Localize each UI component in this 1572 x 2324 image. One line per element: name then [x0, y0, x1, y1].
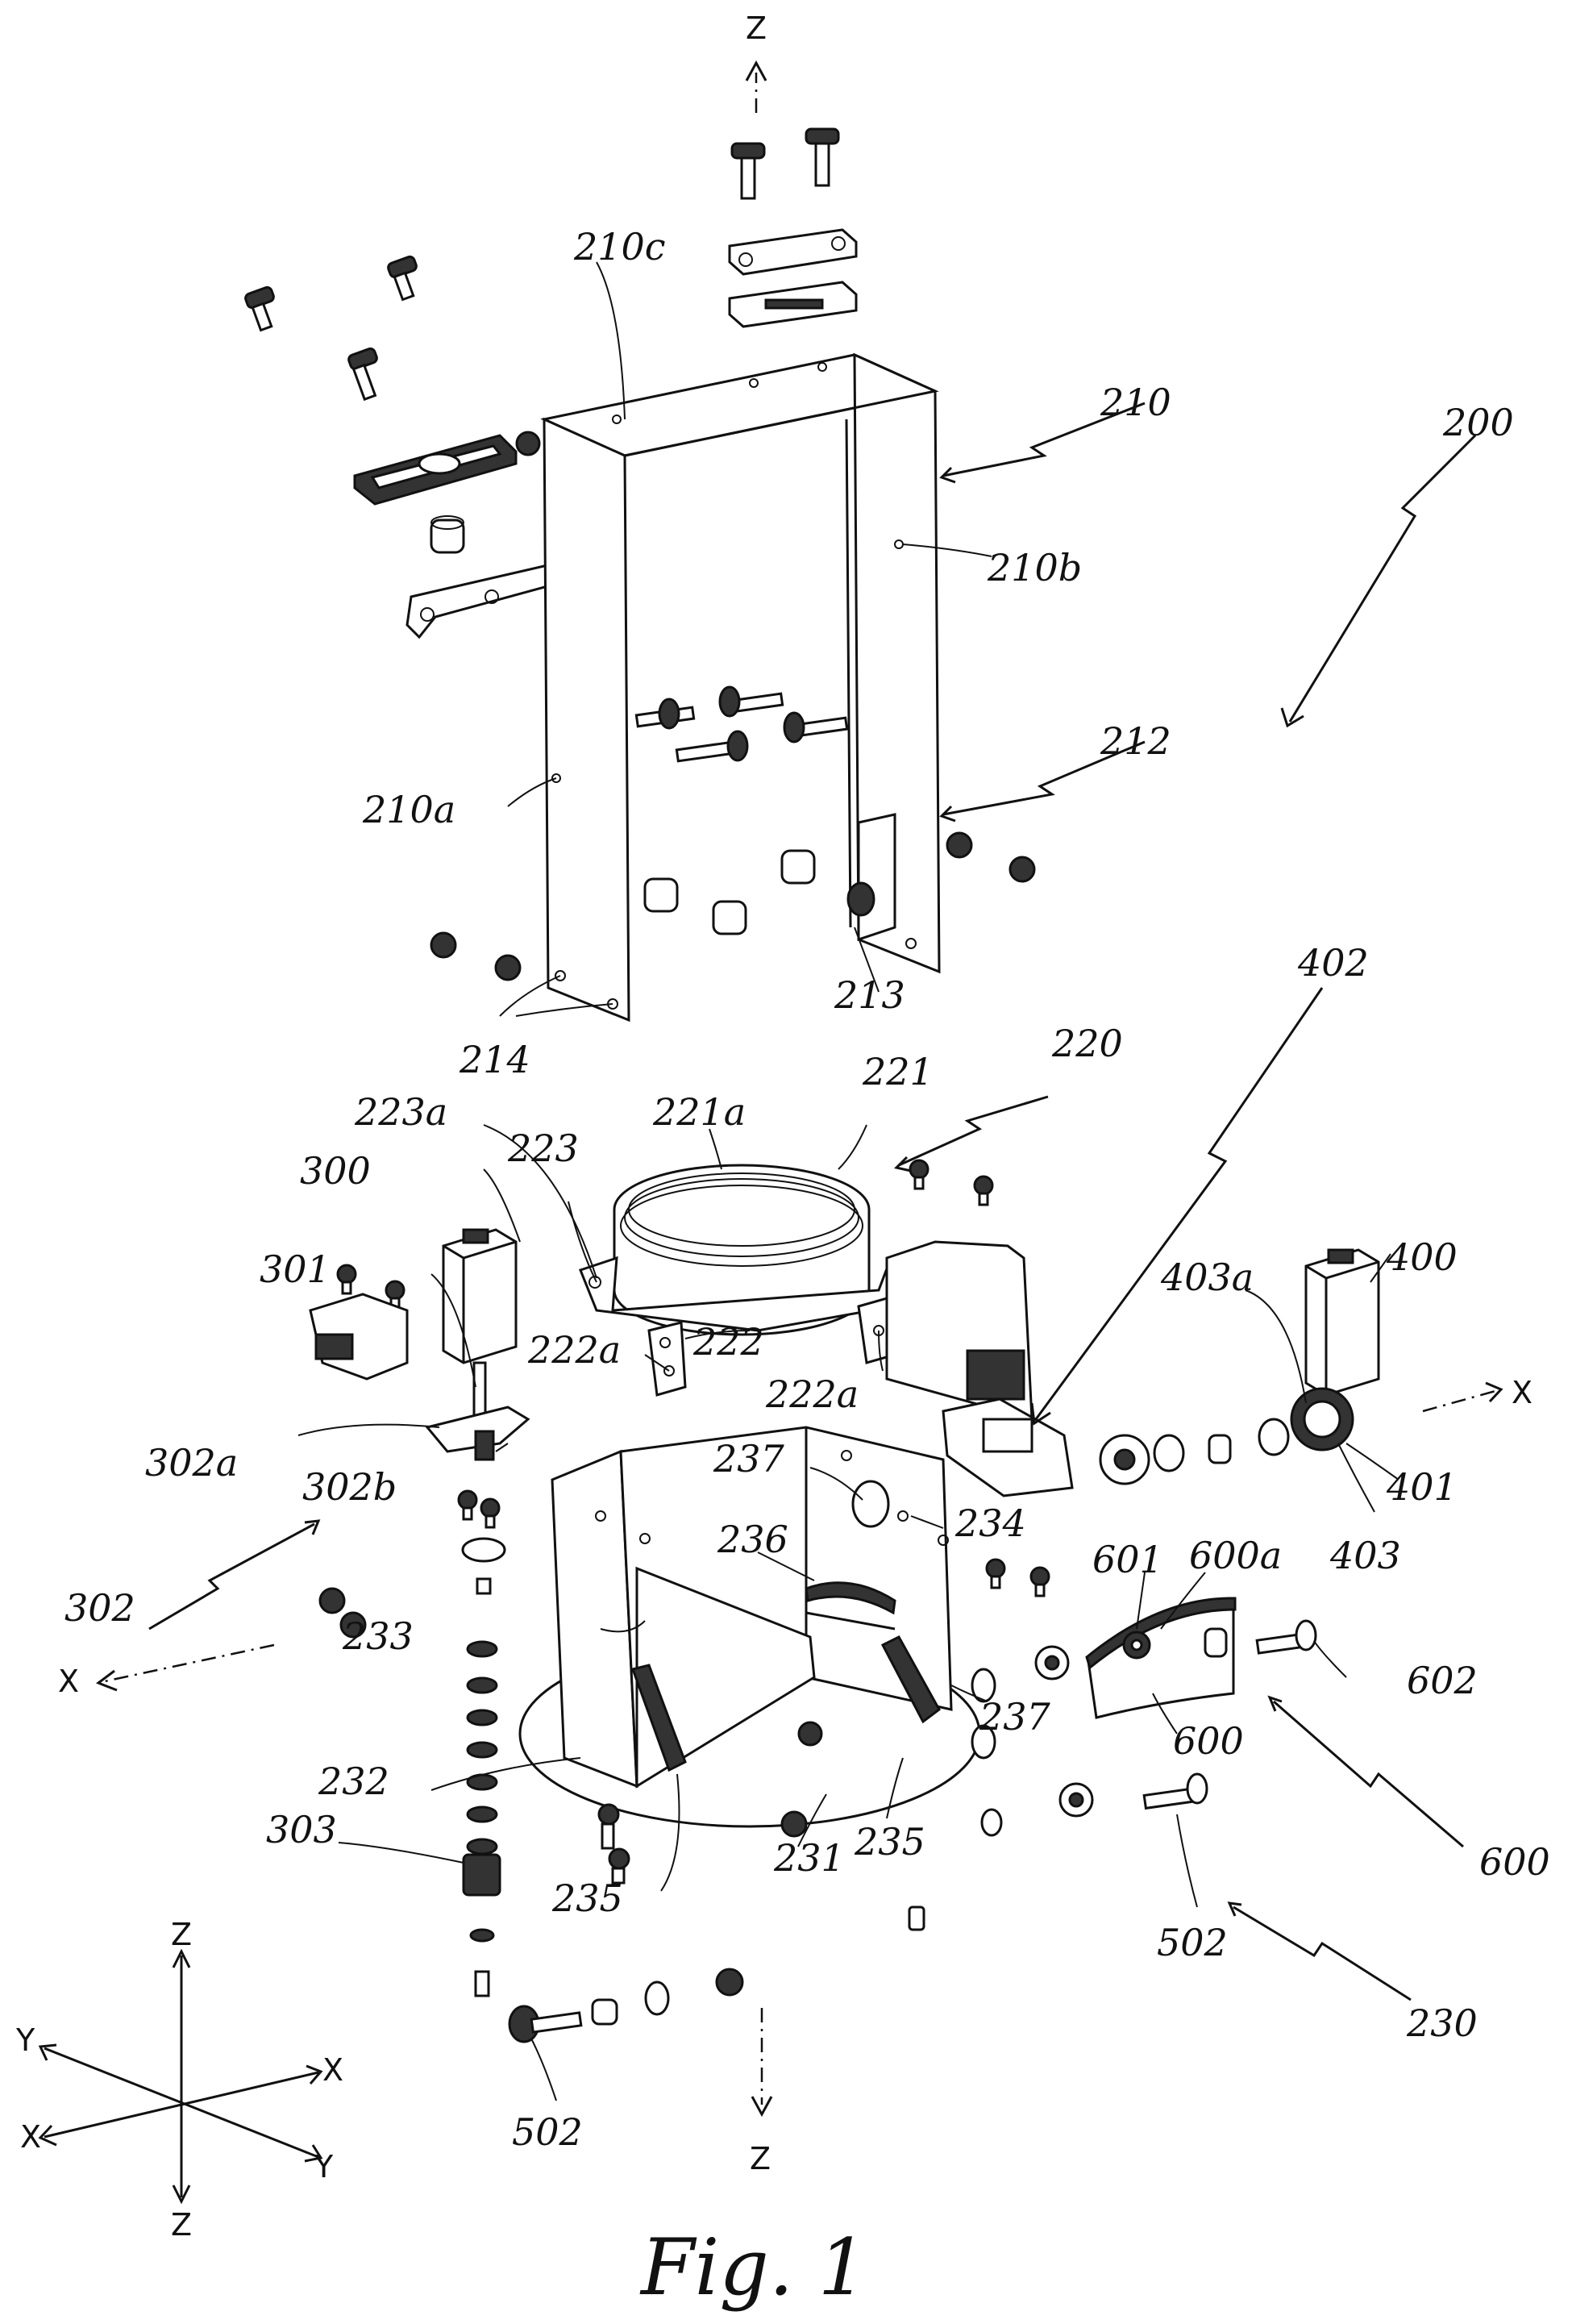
label-602: 602 [1407, 1659, 1478, 1702]
label-402: 402 [1297, 941, 1369, 985]
label-236: 236 [717, 1518, 788, 1561]
label-400: 400 [1386, 1235, 1458, 1279]
label-210: 210 [1100, 381, 1171, 424]
frame-slot-212 [848, 814, 895, 939]
label-210c: 210c [573, 225, 666, 269]
stack-303 [459, 1491, 505, 1996]
triad-label-x-right: X [322, 2052, 343, 2088]
axis-label-z-bottom: Z [750, 2141, 771, 2176]
pin-502-right [1144, 1774, 1207, 1808]
label-222a-right: 222a [765, 1372, 859, 1416]
triad-label-x-left: X [20, 2119, 41, 2155]
screws-235 [599, 1805, 629, 1883]
bracket-302-lower [427, 1407, 528, 1460]
motor-400 [1306, 1250, 1379, 1395]
top-bracket-upper [730, 230, 856, 274]
top-bracket-lower [730, 282, 856, 327]
label-600a: 600a [1189, 1534, 1282, 1577]
side-plate-220 [887, 1242, 1032, 1419]
frame-spacers [645, 851, 814, 934]
actuator-300 [443, 1230, 516, 1423]
axis-label-x-right: X [1512, 1375, 1532, 1410]
z-axis-bottom: Z [750, 2008, 771, 2176]
sector-gear-600 [1087, 1598, 1235, 1718]
label-302a: 302a [145, 1441, 238, 1485]
triad-label-z-top: Z [171, 1917, 192, 1952]
label-235-right: 235 [854, 1820, 925, 1864]
label-221a: 221a [652, 1090, 746, 1134]
label-403a: 403a [1160, 1256, 1254, 1299]
housing-230 [520, 1427, 979, 1826]
bracket-402 [943, 1399, 1072, 1496]
label-403: 403 [1329, 1534, 1401, 1577]
axis-label-x-left: X [58, 1664, 79, 1699]
label-301: 301 [260, 1247, 331, 1291]
label-232: 232 [318, 1760, 389, 1803]
label-300: 300 [300, 1149, 371, 1193]
label-237-bottom: 237 [979, 1695, 1051, 1739]
triad-label-y-right: Y [314, 2149, 334, 2184]
label-302: 302 [64, 1586, 135, 1630]
label-502-bottom: 502 [512, 2110, 583, 2154]
label-212: 212 [1100, 719, 1171, 763]
label-401: 401 [1386, 1465, 1458, 1509]
figure-caption: Fig. 1 [639, 2222, 867, 2313]
label-235-left: 235 [551, 1876, 623, 1920]
z-axis-top: Z [746, 10, 767, 113]
label-230: 230 [1406, 2001, 1478, 2045]
gear-401 [1291, 1389, 1353, 1450]
label-222: 222 [692, 1320, 764, 1364]
label-234: 234 [954, 1501, 1026, 1545]
x-axis-left: X [58, 1645, 274, 1699]
axis-label-z-top: Z [746, 10, 767, 46]
label-200: 200 [1442, 401, 1514, 444]
label-221: 221 [862, 1050, 934, 1093]
frame-pins [636, 687, 846, 761]
label-213: 213 [834, 973, 905, 1017]
bracket-302-upper [310, 1294, 407, 1379]
label-220: 220 [1051, 1022, 1123, 1065]
label-303: 303 [266, 1808, 337, 1851]
washers-403 [1100, 1419, 1288, 1484]
label-231: 231 [773, 1836, 845, 1880]
label-210a: 210a [362, 788, 455, 831]
label-223a: 223a [354, 1090, 447, 1134]
label-222a-left: 222a [527, 1328, 621, 1372]
label-601: 601 [1092, 1538, 1163, 1581]
x-axis-right: X [1423, 1375, 1532, 1411]
triad-label-y-left: Y [15, 2022, 35, 2058]
label-502-right: 502 [1157, 1921, 1228, 1964]
upper-left-spacer [431, 516, 464, 552]
upper-left-plate [355, 432, 539, 504]
label-600-center: 600 [1173, 1719, 1244, 1763]
label-210b: 210b [987, 546, 1082, 589]
label-237-top: 237 [713, 1437, 785, 1481]
pin-502-bottom [509, 1969, 742, 2042]
label-302b: 302b [302, 1465, 397, 1509]
upper-left-screws [244, 256, 418, 399]
label-600-right: 600 [1479, 1840, 1550, 1884]
pin-602 [1257, 1621, 1316, 1653]
label-223: 223 [507, 1127, 579, 1170]
coordinate-triad: Z Z X X Y Y [15, 1917, 343, 2243]
top-screws [732, 129, 838, 198]
screws-220 [910, 1160, 992, 1205]
triad-label-z-bottom: Z [171, 2207, 192, 2243]
label-233: 233 [342, 1614, 414, 1658]
label-214: 214 [459, 1038, 530, 1081]
